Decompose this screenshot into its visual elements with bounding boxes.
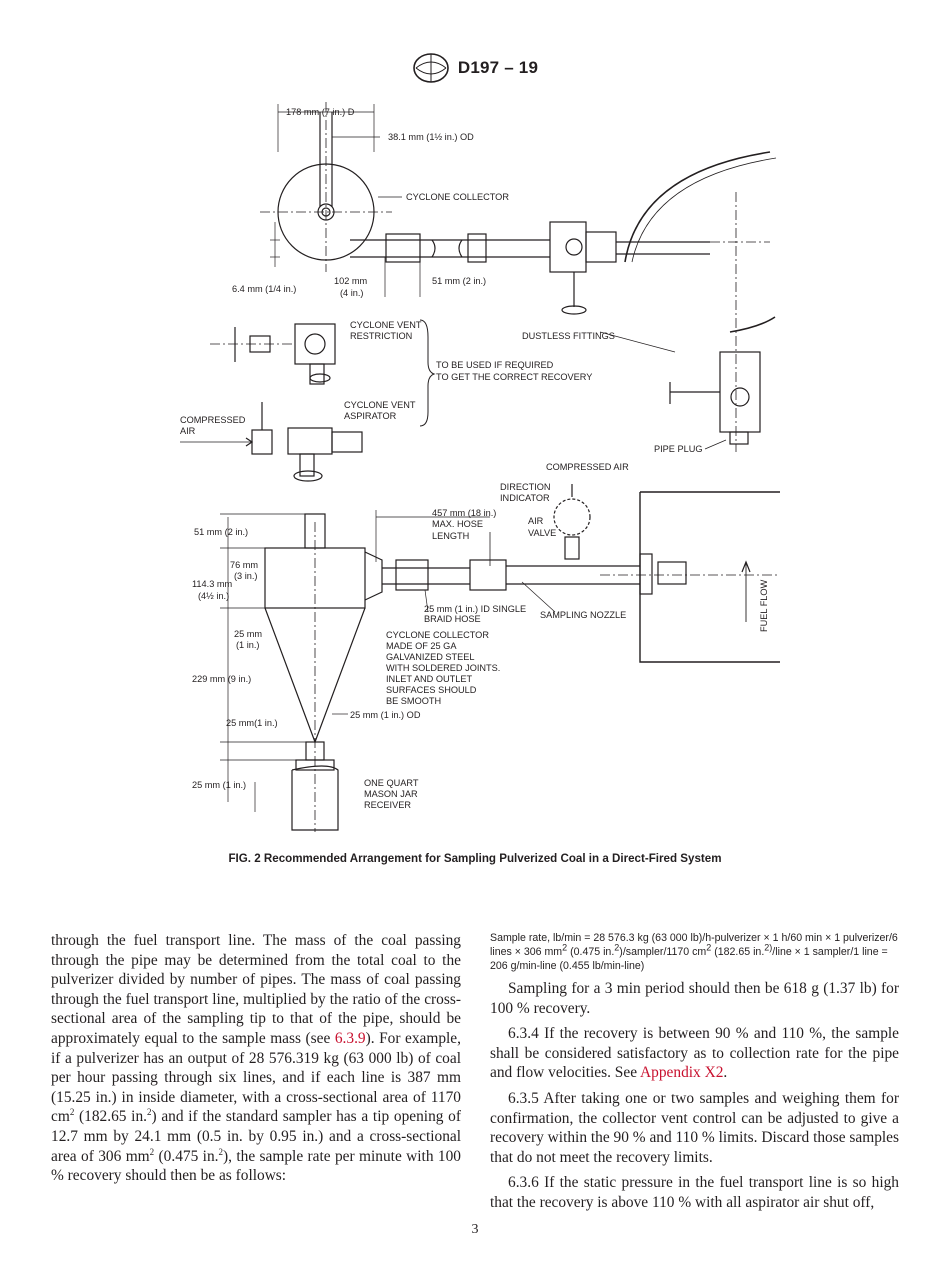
- label-dim-25-od: 25 mm (1 in.) OD: [350, 710, 421, 720]
- label-dim-229: 229 mm (9 in.): [192, 674, 251, 684]
- paragraph-sampling-period: Sampling for a 3 min period should then …: [490, 980, 899, 1017]
- label-dim-102a: 102 mm: [334, 276, 368, 286]
- label-vent-restriction-1: CYCLONE VENT: [350, 320, 422, 330]
- label-vent-aspirator-2: ASPIRATOR: [344, 411, 397, 421]
- label-dim-76a: 76 mm: [230, 560, 258, 570]
- label-dustless-fittings: DUSTLESS FITTINGS: [522, 331, 615, 341]
- label-dim-76b: (3 in.): [234, 571, 258, 581]
- label-collector-desc-2: MADE OF 25 GA: [386, 641, 457, 651]
- label-air-valve-2: VALVE: [528, 528, 556, 538]
- right-column: Sample rate, lb/min = 28 576.3 kg (63 00…: [490, 931, 899, 1219]
- page-header: D197 – 19: [0, 52, 950, 84]
- astm-logo: [413, 53, 449, 83]
- label-direction-2: INDICATOR: [500, 493, 550, 503]
- figure-diagram: 178 mm (7 in.) D 38.1 mm (1½ in.) OD CYC…: [170, 92, 780, 832]
- label-dim-1143b: (4½ in.): [198, 591, 229, 601]
- label-mason-1: ONE QUART: [364, 778, 419, 788]
- label-dim-51: 51 mm (2 in.): [432, 276, 486, 286]
- label-compressed-air-left-2: AIR: [180, 426, 196, 436]
- label-compressed-air-left-1: COMPRESSED: [180, 415, 246, 425]
- label-to-be-used-2: TO GET THE CORRECT RECOVERY: [436, 372, 592, 382]
- label-braid-2: BRAID HOSE: [424, 614, 481, 624]
- label-to-be-used-1: TO BE USED IF REQUIRED: [436, 360, 554, 370]
- label-dim-25-bottom: 25 mm (1 in.): [192, 780, 246, 790]
- label-dim-25a: 25 mm: [234, 629, 262, 639]
- label-collector-desc-7: BE SMOOTH: [386, 696, 441, 706]
- label-dim-1143a: 114.3 mm: [192, 579, 233, 589]
- label-braid-1: 25 mm (1 in.) ID SINGLE: [424, 604, 526, 614]
- label-collector-desc-1: CYCLONE COLLECTOR: [386, 630, 489, 640]
- label-hose-1: 457 mm (18 in.): [432, 508, 496, 518]
- label-compressed-air-top: COMPRESSED AIR: [546, 462, 629, 472]
- label-dim-64: 6.4 mm (1/4 in.): [232, 284, 296, 294]
- label-fuel-flow: FUEL FLOW: [759, 579, 769, 632]
- label-air-valve-1: AIR: [528, 516, 544, 526]
- label-pipe-plug: PIPE PLUG: [654, 444, 703, 454]
- label-hose-3: LENGTH: [432, 531, 469, 541]
- sample-rate-equation: Sample rate, lb/min = 28 576.3 kg (63 00…: [490, 932, 898, 972]
- label-dim-25b: (1 in.): [236, 640, 260, 650]
- section-link-639[interactable]: 6.3.9: [334, 1029, 366, 1047]
- page-number: 3: [471, 1222, 479, 1237]
- appendix-x2-link[interactable]: Appendix X2: [640, 1064, 724, 1082]
- label-dim-51-lower: 51 mm (2 in.): [194, 527, 248, 537]
- label-vent-aspirator-1: CYCLONE VENT: [344, 400, 416, 410]
- figure-caption: FIG. 2 Recommended Arrangement for Sampl…: [228, 852, 722, 865]
- label-mason-2: MASON JAR: [364, 789, 418, 799]
- paragraph-636: 6.3.6 If the static pressure in the fuel…: [490, 1174, 899, 1211]
- label-cyclone-collector: CYCLONE COLLECTOR: [406, 192, 509, 202]
- left-column: through the fuel transport line. The mas…: [51, 931, 461, 1192]
- label-dim-d: 178 mm (7 in.) D: [286, 107, 355, 117]
- label-dim-25-mid: 25 mm(1 in.): [226, 718, 278, 728]
- paragraph-634: 6.3.4 If the recovery is between 90 % an…: [490, 1025, 899, 1082]
- standard-designation: D197 – 19: [457, 58, 539, 77]
- label-direction-1: DIRECTION: [500, 482, 551, 492]
- label-sampling-nozzle: SAMPLING NOZZLE: [540, 610, 626, 620]
- paragraph-sample-mass: through the fuel transport line. The mas…: [51, 932, 461, 1185]
- label-collector-desc-5: INLET AND OUTLET: [386, 674, 472, 684]
- paragraph-635: 6.3.5 After taking one or two samples an…: [490, 1089, 899, 1166]
- label-vent-restriction-2: RESTRICTION: [350, 331, 412, 341]
- label-collector-desc-4: WITH SOLDERED JOINTS.: [386, 663, 500, 673]
- label-mason-3: RECEIVER: [364, 800, 411, 810]
- label-collector-desc-6: SURFACES SHOULD: [386, 685, 477, 695]
- sampling-arrangement-drawing: 178 mm (7 in.) D 38.1 mm (1½ in.) OD CYC…: [180, 102, 780, 832]
- label-collector-desc-3: GALVANIZED STEEL: [386, 652, 475, 662]
- label-dim-102b: (4 in.): [340, 288, 364, 298]
- label-dim-od: 38.1 mm (1½ in.) OD: [388, 132, 474, 142]
- label-hose-2: MAX. HOSE: [432, 519, 483, 529]
